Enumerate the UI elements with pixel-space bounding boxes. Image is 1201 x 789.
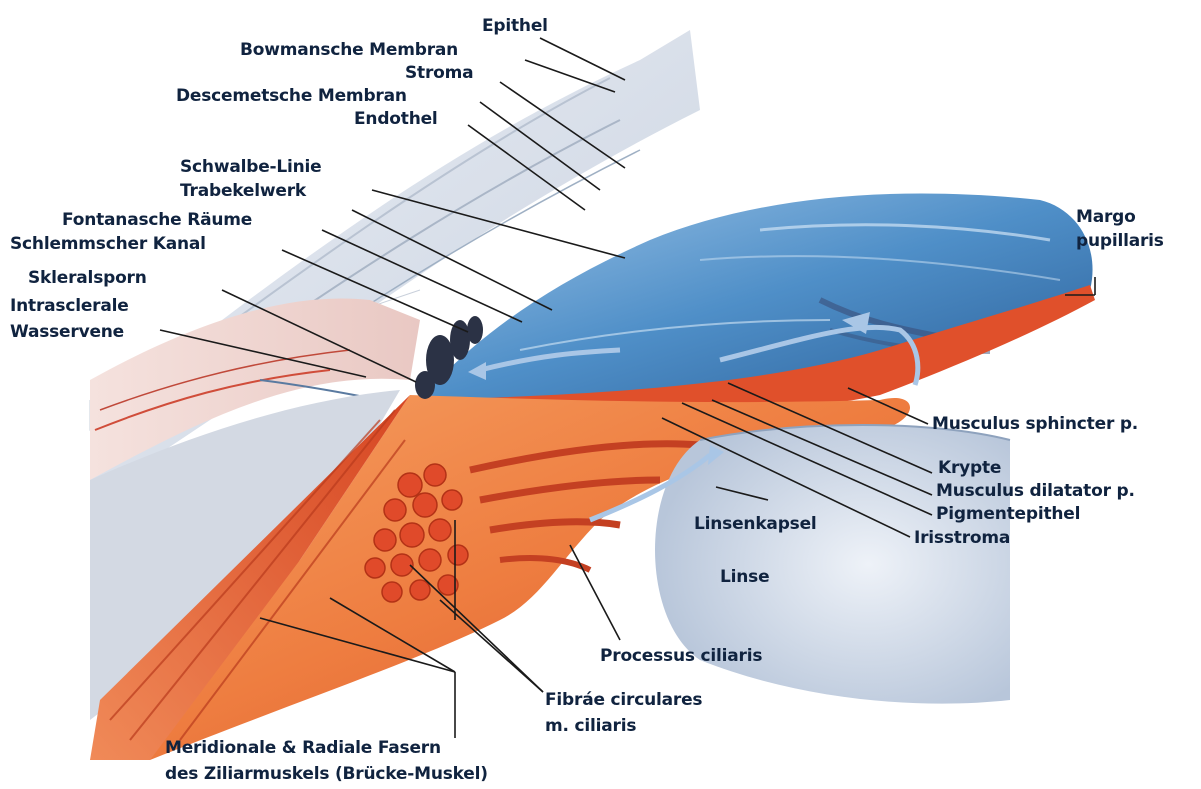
label-descemetsche-membran: Descemetsche Membran [176,86,407,106]
label-margo-line2: pupillaris [1076,231,1164,251]
label-schlemmscher-kanal: Schlemmscher Kanal [10,234,206,254]
label-musculus-sphincter: Musculus sphincter p. [932,414,1138,434]
label-meridionale-line1: Meridionale & Radiale Fasern [165,738,488,758]
label-linsenkapsel: Linsenkapsel [694,514,817,534]
label-skleralsporn: Skleralsporn [28,268,147,288]
label-stroma: Stroma [405,63,473,83]
label-linse: Linse [720,567,769,587]
label-fibrae-circulares: Fibráe circulares m. ciliaris [545,690,702,736]
label-pigmentepithel: Pigmentepithel [936,504,1080,524]
label-krypte: Krypte [938,458,1001,478]
label-margo-line1: Margo [1076,207,1164,227]
label-meridionale-fasern: Meridionale & Radiale Fasern des Ziliarm… [165,738,488,784]
label-schwalbe-linie: Schwalbe-Linie [180,157,322,177]
label-epithel: Epithel [482,16,548,36]
label-intrasclerale-line2: Wasservene [10,322,129,342]
label-processus-ciliaris: Processus ciliaris [600,646,762,666]
iris [420,193,1093,400]
label-trabekelwerk: Trabekelwerk [180,181,306,201]
label-fibrae-line2: m. ciliaris [545,716,702,736]
label-intrasclerale-line1: Intrasclerale [10,296,129,316]
label-endothel: Endothel [354,109,438,129]
label-fontanasche-raeume: Fontanasche Räume [62,210,252,230]
label-intrasclerale-wasservene: Intrasclerale Wasservene [10,296,129,342]
label-fibrae-line1: Fibráe circulares [545,690,702,710]
label-meridionale-line2: des Ziliarmuskels (Brücke-Muskel) [165,764,488,784]
label-margo-pupillaris: Margo pupillaris [1076,207,1164,251]
label-bowmansche-membran: Bowmansche Membran [240,40,458,60]
label-irisstroma: Irisstroma [914,528,1010,548]
label-musculus-dilatator: Musculus dilatator p. [936,481,1135,501]
